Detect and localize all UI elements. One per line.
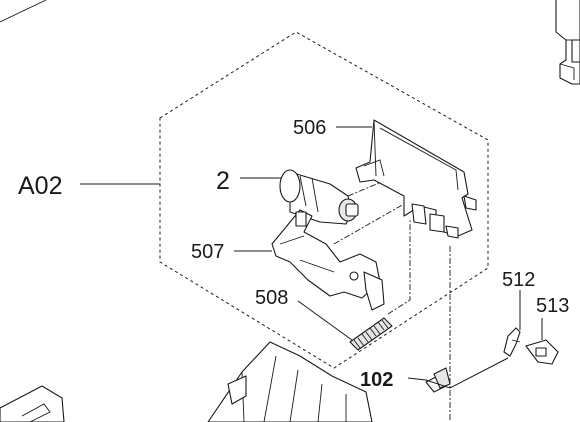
callout-a02: A02 (18, 172, 62, 200)
frame-fragment-left (0, 385, 65, 422)
callout-2: 2 (216, 167, 230, 195)
guide-line-spring (387, 218, 411, 315)
coil-spring-508 (349, 317, 393, 351)
frame-edge-line (0, 0, 47, 23)
callout-506: 506 (293, 117, 326, 139)
callout-513: 513 (536, 295, 569, 317)
paper-tray-fragment (207, 341, 373, 422)
guide-plate-506 (355, 119, 477, 239)
pickup-roller-2 (279, 169, 359, 225)
assembly-group-outline (159, 31, 489, 369)
p508-leader (297, 300, 353, 341)
lever-513 (525, 339, 559, 365)
corner-bracket-fragment (555, 0, 580, 85)
p102-leader (407, 357, 509, 389)
callout-507: 507 (191, 241, 224, 263)
callout-508: 508 (255, 287, 288, 309)
torsion-spring-512 (503, 327, 521, 357)
holder-bracket-507 (271, 209, 385, 311)
callout-102: 102 (360, 369, 393, 391)
screw-102 (425, 367, 451, 393)
callout-512: 512 (502, 269, 535, 291)
